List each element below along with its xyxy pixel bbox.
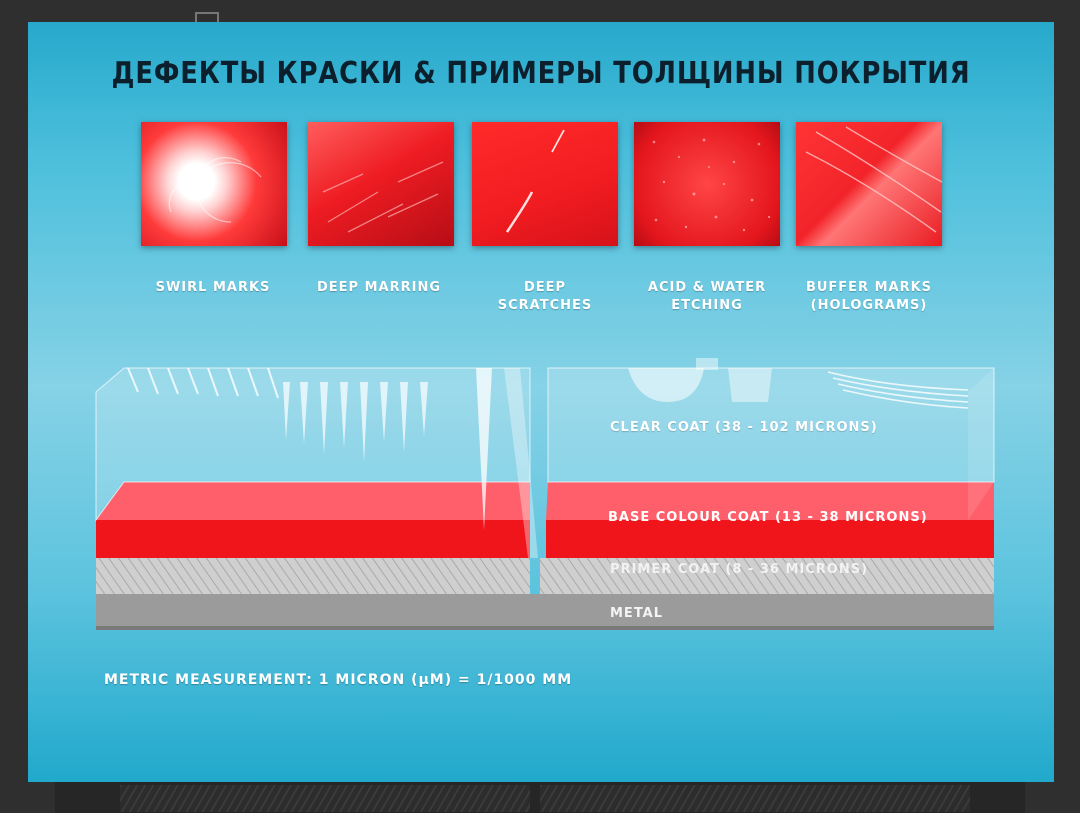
background-page-fragment [195,12,219,26]
infographic-title: ДЕФЕКТЫ КРАСКИ & ПРИМЕРЫ ТОЛЩИНЫ ПОКРЫТИ… [111,56,971,91]
deep-scratches-caption: DEEP SCRATCHES [497,280,593,313]
swirl-marks-caption: SWIRL MARKS [155,280,271,295]
marring-spikes [283,382,428,462]
primer-layer-right [540,558,994,594]
metric-footnote: METRIC MEASUREMENT: 1 MICRON (µM) = 1/10… [104,672,573,688]
clear-coat-label: CLEAR COAT (38 - 102 MICRONS) [610,420,878,435]
base-coat-right [546,520,994,558]
infographic-panel: ДЕФЕКТЫ КРАСКИ & ПРИМЕРЫ ТОЛЩИНЫ ПОКРЫТИ… [28,22,1054,782]
metal-layer [96,594,994,628]
swirl-marks-image [141,122,287,246]
deep-scratches-image [472,122,618,246]
metal-label: METAL [610,606,664,621]
buffer-hologram-lines [827,371,969,409]
paint-layer-cross-section [95,358,995,630]
base-coat-label: BASE COLOUR COAT (13 - 38 MICRONS) [608,510,928,525]
deep-marring-caption: DEEP MARRING [316,280,441,295]
base-coat-top-left [96,482,530,520]
base-coat-left [96,520,530,558]
etching-pits [628,368,704,402]
primer-layer-left [96,558,530,594]
acid-water-etching-image [634,122,780,246]
background-page-hatch-right [540,785,970,812]
buffer-marks-caption: BUFFER MARKS (HOLOGRAMS) [805,280,933,313]
swirl-scratch-marks [127,367,279,399]
clear-coat-left [95,367,531,522]
deep-marring-image [308,122,454,246]
acid-water-etching-caption: ACID & WATER ETCHING [647,280,767,313]
background-page-hatch-left [120,785,530,812]
base-coat-top-right [546,482,994,520]
buffer-marks-image [796,122,942,246]
primer-coat-label: PRIMER COAT (8 - 36 MICRONS) [610,562,869,577]
deep-scratch-groove [476,368,492,530]
